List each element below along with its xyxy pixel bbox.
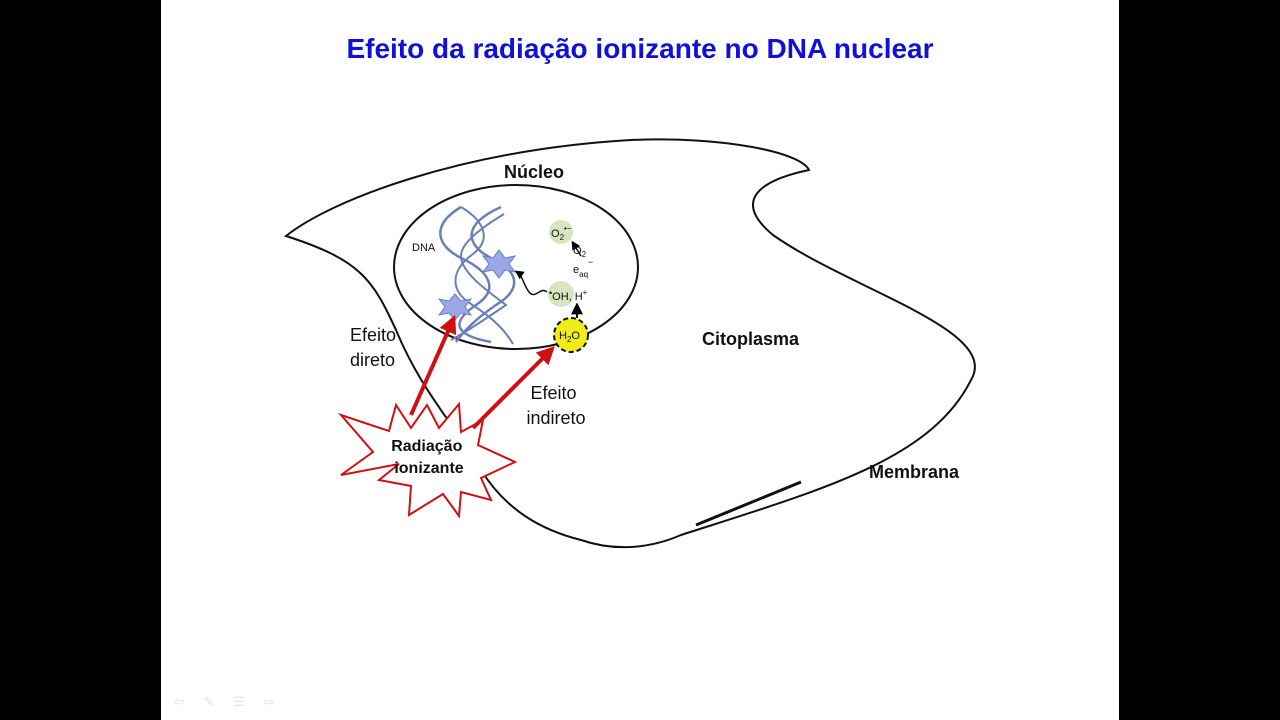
direct-effect-arrow bbox=[411, 320, 453, 415]
forward-arrow-icon[interactable]: ⇨ bbox=[259, 696, 279, 710]
nucleus-label: Núcleo bbox=[504, 162, 564, 182]
oxygen-label: O2 bbox=[573, 245, 587, 259]
electron-label: eaq− bbox=[573, 257, 593, 279]
slideshow-controls: ⇦ ✎ ☰ ⇨ bbox=[169, 696, 279, 710]
slide: Efeito da radiação ionizante no DNA nucl… bbox=[161, 0, 1119, 720]
cell-diagram: O2•− O2 eaq− •OH,H+ H2O Núcleo DNA Citop… bbox=[161, 0, 1119, 720]
dna-label: DNA bbox=[412, 242, 436, 254]
indirect-effect-label: Efeito indireto bbox=[526, 383, 585, 428]
back-arrow-icon[interactable]: ⇦ bbox=[169, 696, 189, 710]
menu-icon[interactable]: ☰ bbox=[229, 696, 249, 710]
hydroxyl-label: •OH,H+ bbox=[549, 288, 588, 303]
nucleus-outline bbox=[394, 185, 638, 349]
direct-effect-label: Efeito direto bbox=[350, 325, 401, 370]
cytoplasm-label: Citoplasma bbox=[702, 329, 800, 349]
membrane-thick-segment bbox=[696, 482, 801, 525]
pen-icon[interactable]: ✎ bbox=[199, 696, 219, 710]
radical-attack-wavy-arrow bbox=[517, 272, 547, 295]
dna-damage-site-indirect bbox=[483, 250, 515, 278]
dna-damage-site-direct bbox=[439, 294, 471, 320]
membrane-label: Membrana bbox=[869, 462, 960, 482]
